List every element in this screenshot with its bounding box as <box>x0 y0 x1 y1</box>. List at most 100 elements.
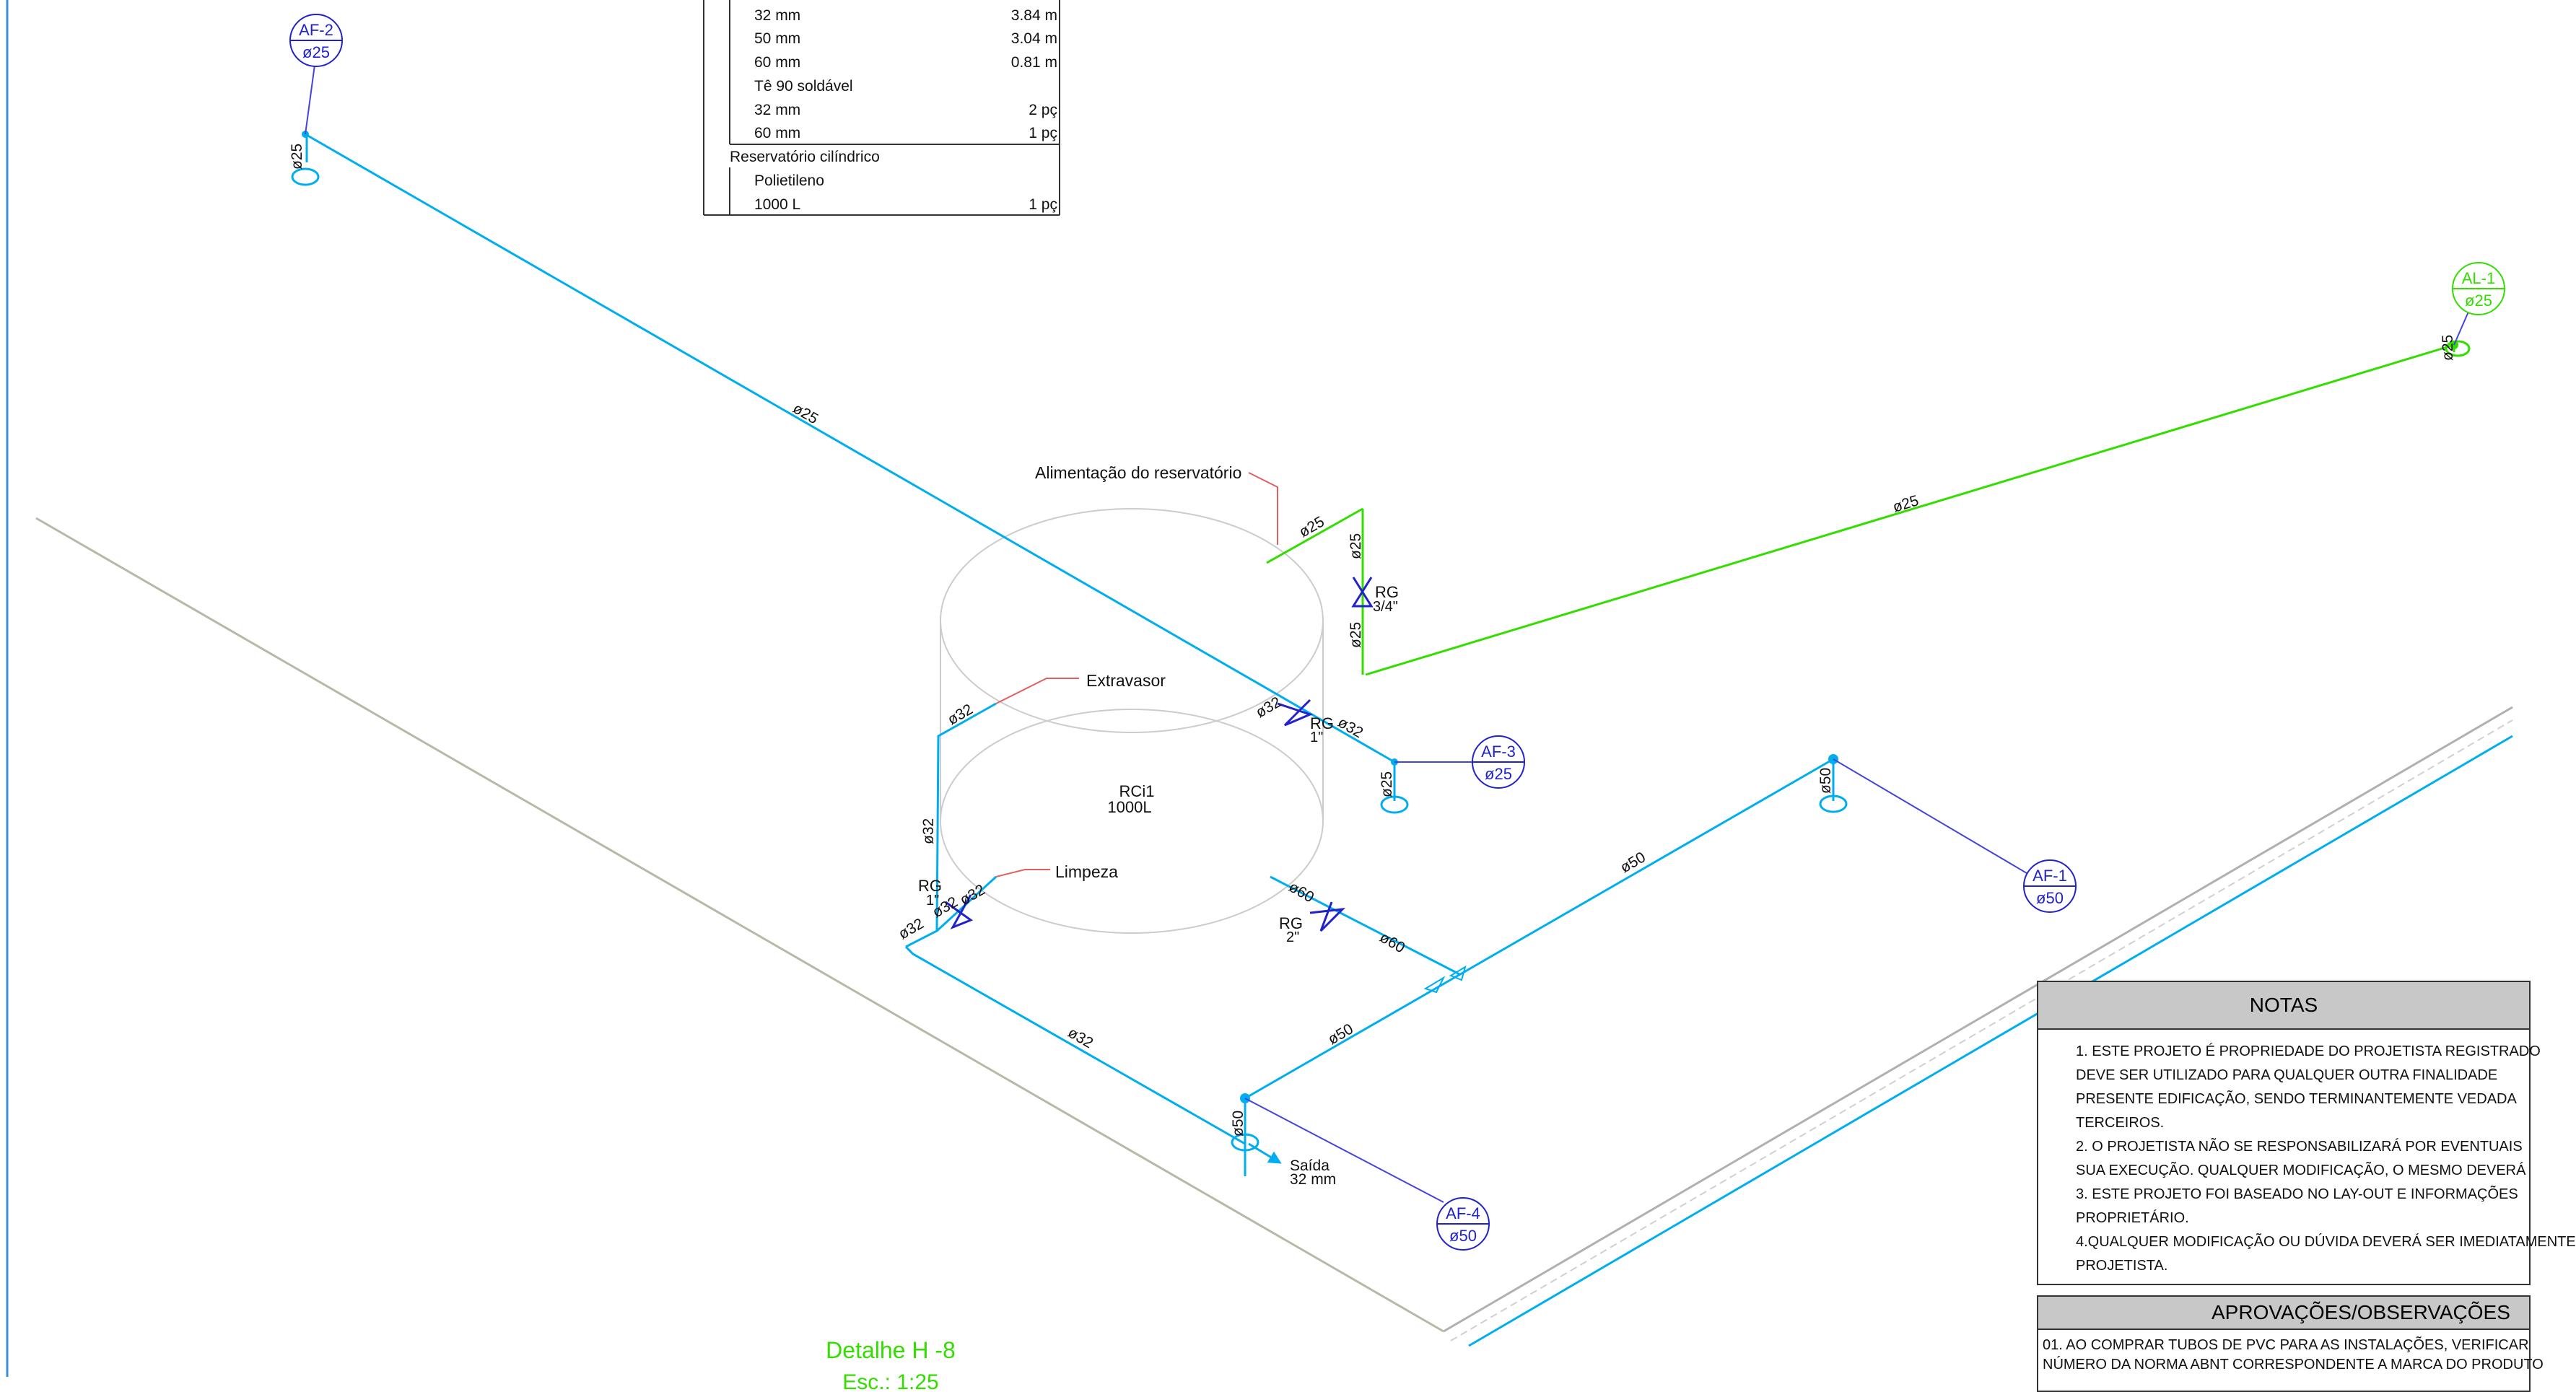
notes-panel: NOTAS 1. ESTE PROJETO É PROPRIEDADE DO P… <box>2037 981 2576 1285</box>
point-af3-dia: ø25 <box>1485 765 1512 783</box>
rg-size-34: 3/4" <box>1373 599 1398 615</box>
note-line: DEVE SER UTILIZADO PARA QUALQUER OUTRA F… <box>2076 1067 2498 1083</box>
approvals-panel: APROVAÇÕES/OBSERVAÇÕES 01. AO COMPRAR TU… <box>2037 1295 2544 1392</box>
valve-rg-34-icon <box>1351 577 1374 608</box>
dia-feed-main: ø25 <box>1891 492 1921 516</box>
tank-name: RCi1 <box>1119 782 1155 800</box>
feed-inlet <box>1266 507 1363 564</box>
bom-row-5-label: 60 mm <box>754 125 800 141</box>
pipe-50-b <box>1466 758 1834 972</box>
bom-row-1-label: 50 mm <box>754 30 800 47</box>
bom-row-0-qty: 3.84 m <box>1011 7 1057 24</box>
bom-table: 32 mm 3.84 m 50 mm 3.04 m 60 mm 0.81 m T… <box>703 0 1060 216</box>
bom-row-5-qty: 1 pç <box>1029 125 1057 141</box>
rg-label-2: RG <box>1279 914 1303 932</box>
notes-title: NOTAS <box>2038 982 2529 1030</box>
dia-outlet-32: ø32 <box>1065 1024 1096 1051</box>
approvals-body: 01. AO COMPRAR TUBOS DE PVC PARA AS INST… <box>2038 1330 2544 1375</box>
label-saida-size: 32 mm <box>1290 1171 1336 1188</box>
valve-rg-1-left-icon <box>945 894 974 929</box>
rg-size-1-left: 1" <box>926 893 939 909</box>
dia-feed-riser-bottom: ø25 <box>1348 622 1364 648</box>
label-limpeza: Limpeza <box>1055 862 1118 881</box>
cold-water-pipes <box>305 133 1835 1176</box>
dia-af3-drop: ø25 <box>1379 771 1395 797</box>
callout-leaders <box>305 64 2469 1203</box>
af1-fixture-icon <box>1819 795 1848 813</box>
bom-row-8-label: 1000 L <box>754 196 800 213</box>
note-line: PROPRIETÁRIO. <box>2076 1210 2189 1226</box>
dia-al1-drop: ø25 <box>2440 335 2456 361</box>
point-af4-dia: ø50 <box>1449 1227 1477 1245</box>
floor-outline <box>35 517 2513 1347</box>
feed-pipes <box>1266 343 2455 676</box>
bom-row-2-qty: 0.81 m <box>1011 54 1057 71</box>
valve-rg-2-icon <box>1309 901 1346 932</box>
dia-af1-drop: ø50 <box>1817 768 1834 794</box>
pipe-af2-main <box>305 133 1395 763</box>
point-af3: AF-3 ø25 <box>1472 735 1525 789</box>
al1-fixture-icon <box>2445 340 2471 357</box>
dia-60-a: ø60 <box>1286 878 1317 906</box>
pipe-outlet-32 <box>904 945 1246 1146</box>
note-line: 2. O PROJETISTA NÃO SE RESPONSABILIZARÁ … <box>2076 1139 2523 1155</box>
bom-row-2-label: 60 mm <box>754 54 800 71</box>
point-af1-code: AF-1 <box>2033 867 2067 885</box>
dia-af4-drop: ø50 <box>1230 1111 1246 1137</box>
dia-left-32-c: ø32 <box>957 881 988 909</box>
bom-row-1-qty: 3.04 m <box>1011 30 1057 47</box>
feed-main <box>1365 343 2455 676</box>
tank-capacity: 1000L <box>1107 798 1151 816</box>
note-line: SUA EXECUÇÃO. QUALQUER MODIFICAÇÃO, O ME… <box>2076 1163 2526 1178</box>
point-al1: AL-1 ø25 <box>2452 262 2505 315</box>
rg-label-1-top: RG <box>1310 714 1334 732</box>
dia-feed-riser-top: ø25 <box>1348 533 1364 559</box>
rg-label-1-left: RG <box>918 877 942 895</box>
leader-lines <box>995 472 1278 877</box>
valve-rg-1-top-icon <box>1277 699 1314 727</box>
point-af2-dia: ø25 <box>302 43 330 61</box>
note-line: 4.QUALQUER MODIFICAÇÃO OU DÚVIDA DEVERÁ … <box>2076 1234 2576 1250</box>
bom-row-0-label: 32 mm <box>754 7 800 24</box>
bom-row-6-label: Reservatório cilíndrico <box>730 149 880 165</box>
rg-size-2: 2" <box>1286 929 1299 945</box>
detail-title: Detalhe H -8 <box>826 1337 956 1363</box>
bom-row-4-label: 32 mm <box>754 102 800 118</box>
isometric-plumbing-drawing: RCi1 1000L <box>6 0 2513 1392</box>
approval-line: NÚMERO DA NORMA ABNT CORRESPONDENTE A MA… <box>2043 1357 2544 1373</box>
note-line: PROJETISTA. <box>2076 1258 2168 1274</box>
point-af1-dia: ø50 <box>2036 889 2064 907</box>
dia-top-32-a: ø32 <box>1253 693 1284 721</box>
point-af3-code: AF-3 <box>1481 743 1516 761</box>
note-line: 3. ESTE PROJETO FOI BASEADO NO LAY-OUT E… <box>2076 1186 2518 1202</box>
bom-row-3-label: Tê 90 soldável <box>754 78 853 95</box>
af2-fixture-icon <box>291 167 320 186</box>
point-al1-dia: ø25 <box>2465 292 2492 310</box>
pipe-60 <box>1270 875 1460 976</box>
reservoir-tank <box>940 508 1324 934</box>
label-extravasor: Extravasor <box>1086 671 1166 690</box>
rg-size-1-top: 1" <box>1310 730 1323 745</box>
note-line: PRESENTE EDIFICAÇÃO, SENDO TERMINANTEMEN… <box>2076 1091 2517 1107</box>
note-line: TERCEIROS. <box>2076 1115 2165 1131</box>
notes-body: 1. ESTE PROJETO É PROPRIEDADE DO PROJETI… <box>2038 1030 2576 1278</box>
af4-fixture-icon <box>1231 1133 1259 1152</box>
connection-markers <box>1423 965 1467 994</box>
pipe-outlet-arrow <box>1248 1142 1282 1164</box>
bom-row-4-qty: 2 pç <box>1029 102 1057 118</box>
point-af2-code: AF-2 <box>299 21 333 39</box>
point-af4-code: AF-4 <box>1446 1204 1480 1222</box>
note-line: 1. ESTE PROJETO É PROPRIEDADE DO PROJETI… <box>2076 1043 2541 1059</box>
dia-af2-drop: ø25 <box>289 144 305 170</box>
bom-row-8-qty: 1 pç <box>1029 196 1057 213</box>
approval-line: 01. AO COMPRAR TUBOS DE PVC PARA AS INST… <box>2043 1337 2529 1353</box>
bom-row-7-label: Polietileno <box>754 172 824 189</box>
dia-50-b: ø50 <box>1617 849 1649 876</box>
af3-fixture-icon <box>1380 795 1409 814</box>
label-saida: Saída <box>1290 1157 1330 1174</box>
valve-symbols <box>945 577 1374 932</box>
dia-overflow-riser: ø32 <box>920 818 937 844</box>
point-af1: AF-1 ø50 <box>2023 859 2077 913</box>
rg-label-34: RG <box>1375 583 1399 601</box>
point-al1-code: AL-1 <box>2462 269 2495 287</box>
